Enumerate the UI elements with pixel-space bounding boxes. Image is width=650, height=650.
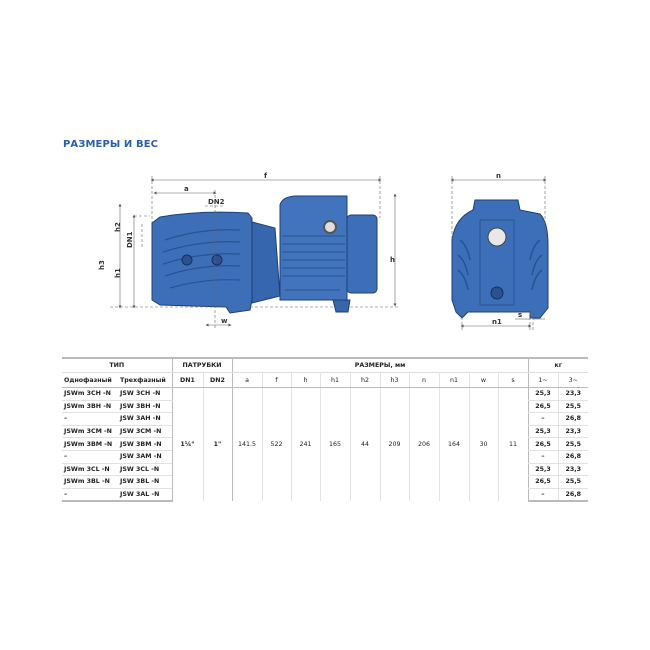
dimensions-weight-table: ТИП ПАТРУБКИ РАЗМЕРЫ, мм кг Однофазный Т… xyxy=(62,357,589,503)
col-single-phase: Однофазный xyxy=(62,372,118,388)
weight-3ph: 25,5 xyxy=(557,475,589,489)
weight-3ph: 25,5 xyxy=(557,437,589,451)
dim-w-label: w xyxy=(221,317,228,325)
cell-s: 11 xyxy=(497,387,528,502)
header-dimensions: РАЗМЕРЫ, мм xyxy=(231,357,528,373)
weight-3ph: 25,5 xyxy=(557,400,589,414)
section-title: РАЗМЕРЫ И ВЕС xyxy=(63,139,159,150)
dim-s-label: s xyxy=(518,311,522,319)
col-h2: h2 xyxy=(349,372,380,388)
side-view-pump: f a DN2 DN1 h2 h1 h3 h w xyxy=(98,172,400,330)
three-phase-model: JSW 3CL -N xyxy=(118,463,172,477)
dim-f-label: f xyxy=(264,172,268,180)
pump-dimension-drawing: f a DN2 DN1 h2 h1 h3 h w n n1 s xyxy=(98,172,549,330)
cell-w: 30 xyxy=(468,387,498,502)
single-phase-model: JSWm 3BM -N xyxy=(62,437,118,451)
single-phase-model: – xyxy=(62,450,118,464)
weight-1ph: 26,5 xyxy=(527,437,558,451)
weight-3ph: 23,3 xyxy=(557,425,589,439)
weight-1ph: 26,5 xyxy=(527,475,558,489)
three-phase-model: JSW 3AH -N xyxy=(118,412,172,426)
col-w: w xyxy=(468,372,498,388)
dim-h3-label: h3 xyxy=(98,260,106,270)
cell-h2: 44 xyxy=(349,387,380,502)
col-weight-1ph: 1~ xyxy=(527,372,558,388)
cell-h1: 165 xyxy=(319,387,350,502)
dim-dn2-label: DN2 xyxy=(208,198,225,206)
weight-3ph: 26,8 xyxy=(557,412,589,426)
weight-1ph: 25,3 xyxy=(527,425,558,439)
single-phase-model: JSWm 3BH -N xyxy=(62,400,118,414)
dim-h1-label: h1 xyxy=(114,268,122,278)
col-dn1: DN1 xyxy=(171,372,203,388)
weight-1ph: – xyxy=(527,412,558,426)
col-h: h xyxy=(290,372,320,388)
dim-dn1-label: DN1 xyxy=(126,231,134,248)
header-weight: кг xyxy=(527,357,589,373)
three-phase-model: JSW 3CM -N xyxy=(118,425,172,439)
single-phase-model: JSWm 3CH -N xyxy=(62,387,118,401)
single-phase-model: – xyxy=(62,412,118,426)
single-phase-model: – xyxy=(62,488,118,503)
cell-dn1: 1¼" xyxy=(171,387,203,502)
weight-1ph: 25,3 xyxy=(527,463,558,477)
col-h1: h1 xyxy=(319,372,350,388)
dim-n1-label: n1 xyxy=(492,318,502,326)
front-view-pump: n n1 s xyxy=(450,172,549,330)
weight-1ph: – xyxy=(527,450,558,464)
col-h3: h3 xyxy=(379,372,409,388)
weight-1ph: 25,3 xyxy=(527,387,558,401)
three-phase-model: JSW 3AL -N xyxy=(118,488,172,503)
col-dn2: DN2 xyxy=(202,372,232,388)
three-phase-model: JSW 3BL -N xyxy=(118,475,172,489)
dim-a-label: a xyxy=(184,185,189,193)
dim-h2-label: h2 xyxy=(114,222,122,232)
header-ports: ПАТРУБКИ xyxy=(171,357,232,373)
single-phase-model: JSWm 3BL -N xyxy=(62,475,118,489)
cell-n1: 164 xyxy=(438,387,469,502)
col-weight-3ph: 3~ xyxy=(557,372,589,388)
weight-1ph: – xyxy=(527,488,558,503)
col-three-phase: Трехфазный xyxy=(118,372,172,388)
header-type: ТИП xyxy=(62,357,172,373)
three-phase-model: JSW 3BM -N xyxy=(118,437,172,451)
col-a: a xyxy=(231,372,262,388)
weight-3ph: 26,8 xyxy=(557,488,589,503)
col-n: n xyxy=(408,372,439,388)
single-phase-model: JSWm 3CM -N xyxy=(62,425,118,439)
dim-n-label: n xyxy=(496,172,501,180)
table-row: –JSW 3AM -N–26,8 xyxy=(62,450,589,464)
cell-a: 141.5 xyxy=(231,387,262,502)
table-row: –JSW 3AL -N–26,8 xyxy=(62,488,589,503)
three-phase-model: JSW 3AM -N xyxy=(118,450,172,464)
cell-dn2: 1" xyxy=(202,387,232,502)
col-f: f xyxy=(261,372,291,388)
cell-f: 522 xyxy=(261,387,291,502)
weight-3ph: 26,8 xyxy=(557,450,589,464)
weight-3ph: 23,3 xyxy=(557,387,589,401)
dim-h-label: h xyxy=(390,256,395,264)
table-row: –JSW 3AH -N–26,8 xyxy=(62,412,589,426)
weight-1ph: 26,5 xyxy=(527,400,558,414)
col-n1: n1 xyxy=(438,372,469,388)
weight-3ph: 23,3 xyxy=(557,463,589,477)
cell-h: 241 xyxy=(290,387,320,502)
col-s: s xyxy=(497,372,528,388)
cell-n: 206 xyxy=(408,387,439,502)
three-phase-model: JSW 3BH -N xyxy=(118,400,172,414)
three-phase-model: JSW 3CH -N xyxy=(118,387,172,401)
single-phase-model: JSWm 3CL -N xyxy=(62,463,118,477)
cell-h3: 209 xyxy=(379,387,409,502)
